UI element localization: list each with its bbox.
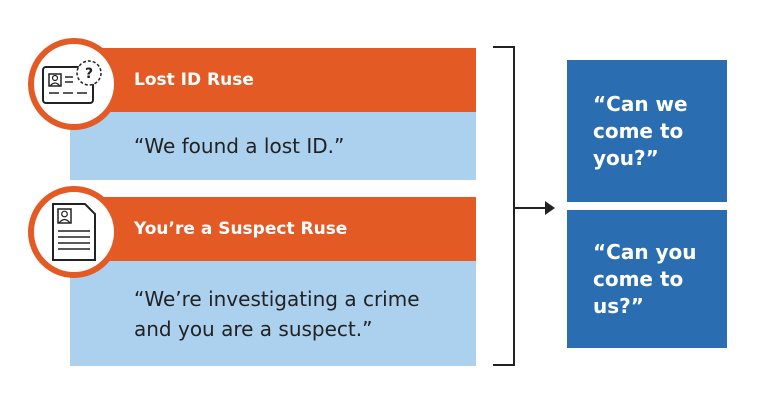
outcome-box-1: “Can we come to you?” xyxy=(567,60,727,202)
outcome-box-2: “Can you come to us?” xyxy=(567,210,727,348)
ruse-1-title: Lost ID Ruse xyxy=(134,70,254,90)
ruse-1-quote-box: “We found a lost ID.” xyxy=(70,112,476,180)
document-profile-icon xyxy=(28,186,120,278)
arrow-right-icon xyxy=(545,201,555,215)
ruse-2-title-bar: You’re a Suspect Ruse xyxy=(70,197,476,261)
ruse-2-title: You’re a Suspect Ruse xyxy=(134,219,348,239)
ruse-2-quote-box: “We’re investigating a crime and you are… xyxy=(70,261,476,366)
ruse-1-title-bar: Lost ID Ruse xyxy=(70,48,476,112)
grouping-bracket xyxy=(493,46,515,366)
outcome-1-text: “Can we come to you?” xyxy=(593,91,688,170)
ruse-2-quote: “We’re investigating a crime and you are… xyxy=(134,286,420,341)
svg-text:?: ? xyxy=(85,66,93,82)
ruse-1-quote: “We found a lost ID.” xyxy=(134,134,345,158)
id-card-question-icon: ? xyxy=(28,38,120,130)
outcome-2-text: “Can you come to us?” xyxy=(593,239,697,318)
arrow-line xyxy=(515,207,547,209)
